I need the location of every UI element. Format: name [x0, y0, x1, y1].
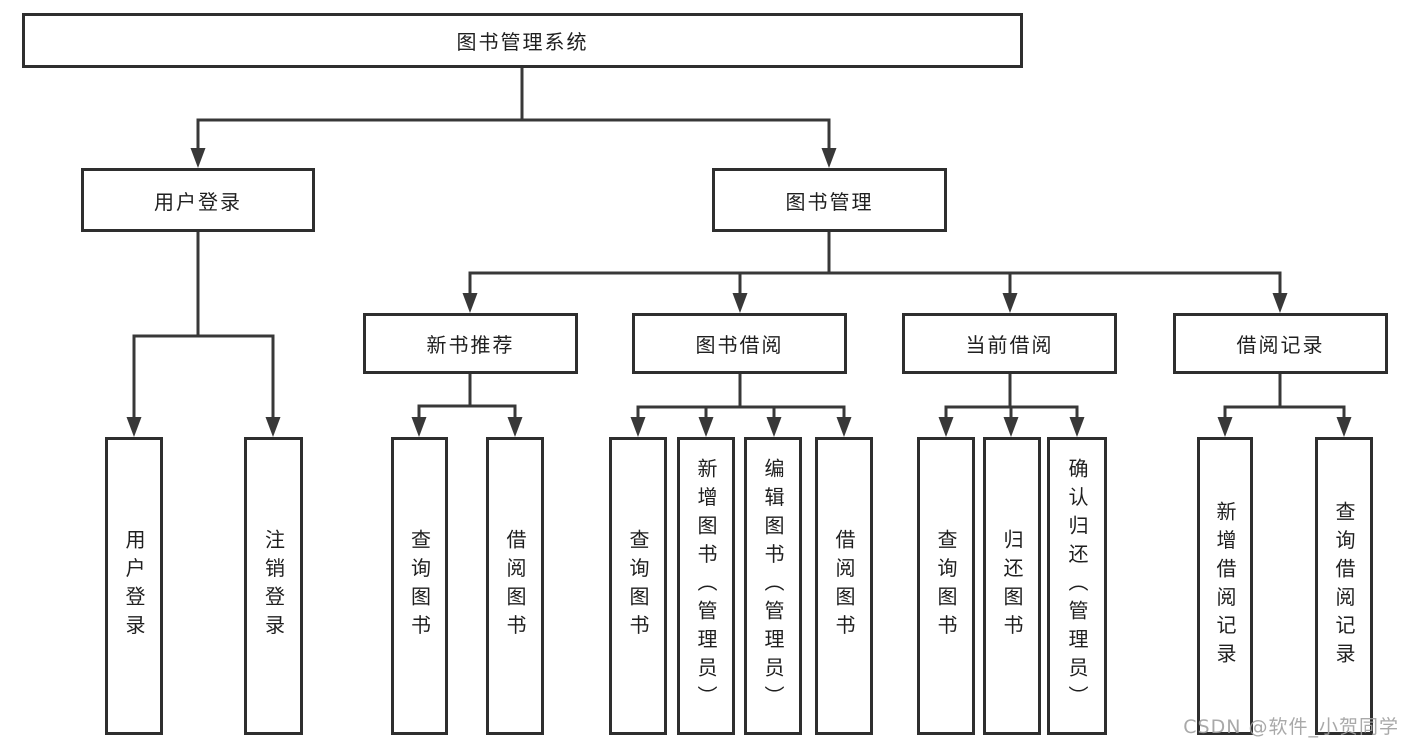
node-borrow-books-1: 借阅图书: [486, 437, 544, 735]
node-edit-books: 编辑图书（管理员）: [744, 437, 802, 735]
node-borrow-books-2: 借阅图书: [815, 437, 873, 735]
node-logout-leaf: 注销登录: [244, 437, 303, 735]
node-query-borrow-record: 查询借阅记录: [1315, 437, 1373, 735]
node-new-book-rec: 新书推荐: [363, 313, 578, 374]
connector-book-borrow: [630, 372, 852, 437]
connector-book-mgmt-to-level3: [462, 230, 1288, 313]
node-query-books-2: 查询图书: [609, 437, 667, 735]
node-book-borrow: 图书借阅: [632, 313, 847, 374]
connector-borrow-records: [1217, 372, 1352, 437]
connector-root-to-level2: [190, 66, 837, 168]
connector-user-login-branch: [126, 230, 281, 437]
node-add-books: 新增图书（管理员）: [677, 437, 735, 735]
node-confirm-return: 确认归还（管理员）: [1047, 437, 1107, 735]
node-return-books: 归还图书: [983, 437, 1041, 735]
node-user-login-leaf: 用户登录: [105, 437, 163, 735]
node-add-borrow-record: 新增借阅记录: [1197, 437, 1253, 735]
connector-new-book-rec: [411, 372, 523, 437]
csdn-watermark: CSDN @软件_小贺同学: [1183, 716, 1399, 738]
node-book-mgmt-branch: 图书管理: [712, 168, 947, 232]
node-root: 图书管理系统: [22, 13, 1023, 68]
node-query-books-3: 查询图书: [917, 437, 975, 735]
node-current-borrow: 当前借阅: [902, 313, 1117, 374]
connector-current-borrow: [938, 372, 1085, 437]
node-user-login-branch: 用户登录: [81, 168, 315, 232]
node-borrow-records: 借阅记录: [1173, 313, 1388, 374]
node-query-books-1: 查询图书: [391, 437, 448, 735]
